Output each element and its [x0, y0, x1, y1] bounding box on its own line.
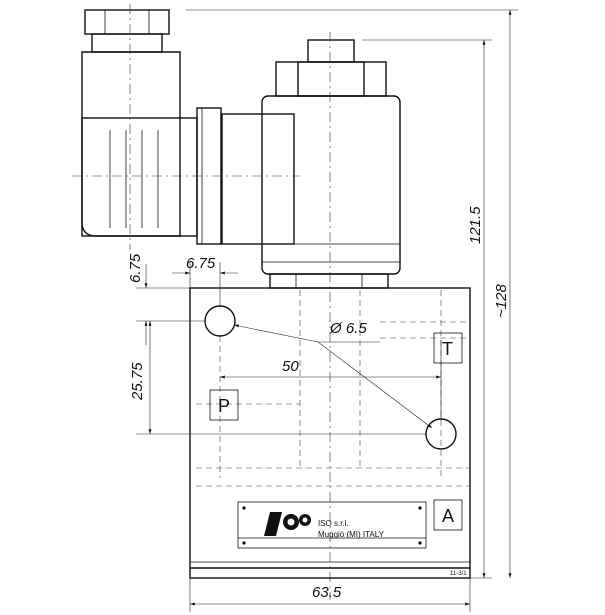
port-label-a-box: A [433, 499, 463, 531]
port-hole-p [204, 305, 236, 337]
vertical-spacing-label: 25.75 [129, 362, 146, 401]
port-spacing-label: 50 [282, 358, 299, 375]
port-label-p-box: P [209, 389, 239, 421]
diameter-leader [233, 324, 433, 429]
nameplate-company: ISO s.r.l. [318, 519, 349, 528]
drawing-code: 11-3/1 [450, 571, 467, 577]
diameter-label: Ø 6.5 [329, 320, 367, 337]
port-label-t: T [442, 339, 453, 359]
total-height-label: ~128 [493, 284, 510, 318]
nameplate-address: Muggiò (MI) ITALY [318, 530, 385, 539]
left-offset-label: 6.75 [186, 255, 216, 272]
port-label-p: P [218, 396, 230, 416]
width-label: 63.5 [312, 584, 342, 601]
nameplate: ISO s.r.l. Muggiò (MI) ITALY [237, 501, 427, 549]
port-label-a: A [442, 506, 454, 526]
iso-logo-icon [264, 512, 311, 536]
top-offset-label: 6.75 [127, 253, 144, 283]
dimension-lines [136, 9, 518, 612]
body-height-label: 121.5 [467, 206, 484, 244]
solenoid-coil [221, 39, 401, 289]
port-label-t-box: T [433, 332, 463, 364]
electrical-connector [81, 9, 222, 245]
